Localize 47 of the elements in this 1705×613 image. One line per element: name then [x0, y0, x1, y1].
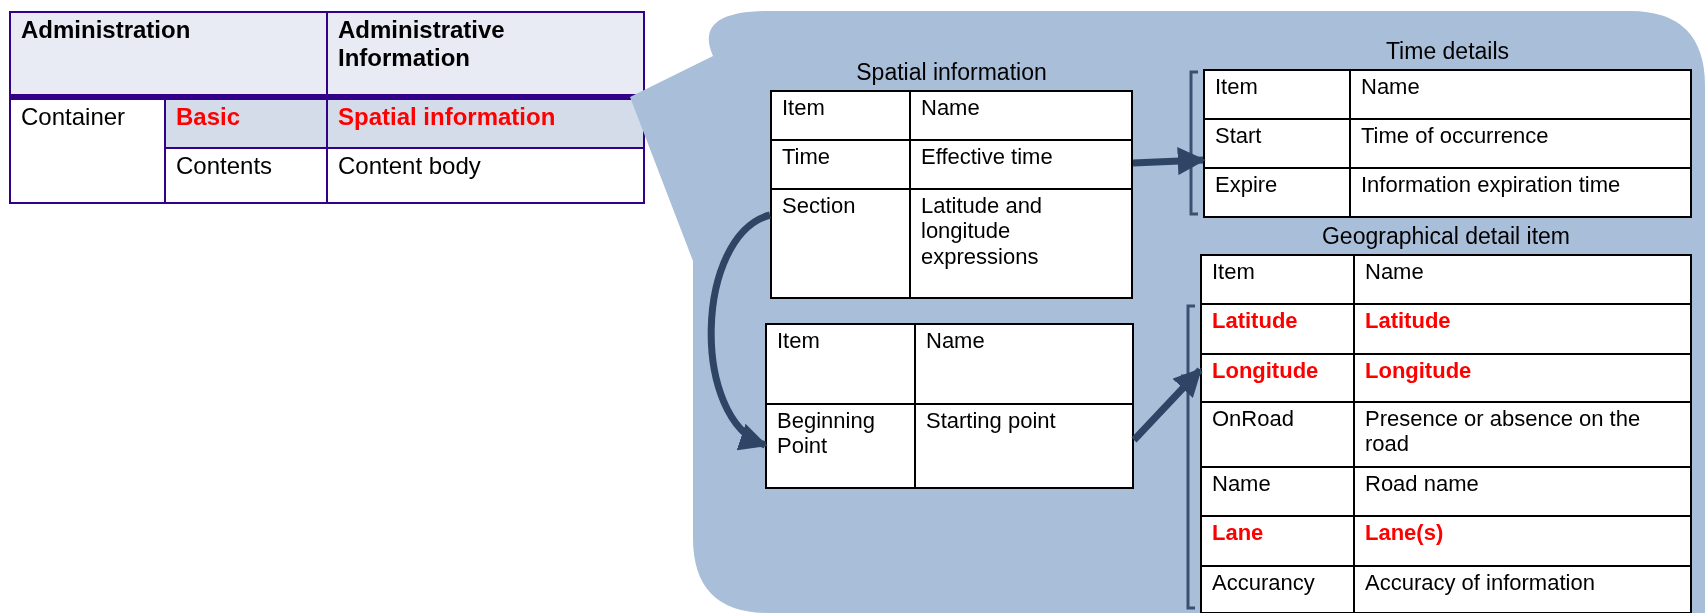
arrow	[1131, 367, 1203, 443]
table-cell: Starting point	[915, 404, 1133, 488]
table-title: Geographical detail item	[1321, 223, 1571, 251]
table-cell: OnRoad	[1201, 402, 1354, 467]
arrow	[1132, 147, 1206, 176]
table-cell: Accurancy	[1201, 566, 1354, 613]
data-table	[9, 11, 645, 204]
table-cell: Longitude	[1201, 354, 1354, 402]
table-cell: Name	[1201, 467, 1354, 516]
arrow	[707, 211, 772, 449]
table-cell: Item	[1201, 255, 1354, 304]
table-cell: Contents	[165, 148, 327, 203]
table-cell: Name	[915, 324, 1133, 404]
table-cell: Spatial information	[327, 97, 644, 148]
table-cell: Administrative Information	[327, 12, 644, 97]
table-cell: Latitude and longitude expressions	[910, 189, 1132, 298]
callout-balloon	[630, 11, 1705, 613]
table-title: Spatial information	[855, 59, 1048, 87]
table-cell: Start	[1204, 119, 1350, 168]
table-title: Time details	[1384, 38, 1511, 66]
table-cell: Presence or absence on the road	[1354, 402, 1691, 467]
table-cell: Longitude	[1354, 354, 1691, 402]
table-cell: Information expiration time	[1350, 168, 1691, 217]
table-cell: Item	[1204, 70, 1350, 119]
table-cell: Name	[1350, 70, 1691, 119]
table-cell: Latitude	[1354, 304, 1691, 354]
table-cell: Basic	[165, 97, 327, 148]
table-cell: Accuracy of information	[1354, 566, 1691, 613]
table-cell: Lane(s)	[1354, 516, 1691, 566]
data-table	[1200, 223, 1692, 613]
table-cell: Time of occurrence	[1350, 119, 1691, 168]
table-cell: Latitude	[1201, 304, 1354, 354]
table-cell: Name	[1354, 255, 1691, 304]
table-cell: Name	[910, 91, 1132, 140]
table-cell: Lane	[1201, 516, 1354, 566]
table-cell: Beginning Point	[766, 404, 915, 488]
table-cell: Expire	[1204, 168, 1350, 217]
data-table	[765, 323, 1134, 489]
table-cell: Time	[771, 140, 910, 189]
table-cell: Item	[766, 324, 915, 404]
table-cell: Container	[10, 97, 165, 203]
table-cell: Effective time	[910, 140, 1132, 189]
table-cell: Administration	[10, 12, 327, 97]
table-cell: Item	[771, 91, 910, 140]
table-cell: Road name	[1354, 467, 1691, 516]
table-cell: Section	[771, 189, 910, 298]
table-cell: Content body	[327, 148, 644, 203]
